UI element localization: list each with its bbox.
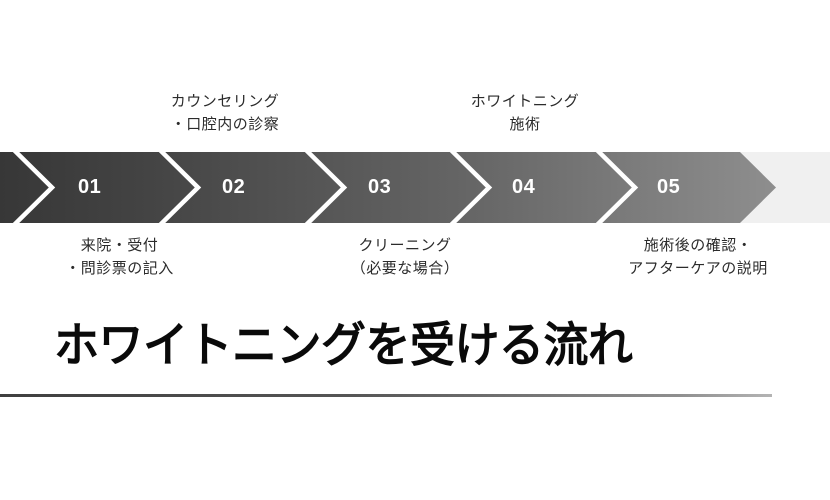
- step-caption-02: カウンセリング ・口腔内の診察: [125, 90, 325, 136]
- process-arrow-band: 01 02 03 04 05: [0, 152, 830, 223]
- chevron-group: [12, 152, 639, 223]
- step-caption-05: 施術後の確認・ アフターケアの説明: [578, 234, 818, 280]
- arrow-body: [0, 152, 776, 223]
- step-number-02: 02: [222, 176, 246, 198]
- chevron-icon: [595, 152, 639, 223]
- step-number-01: 01: [78, 176, 102, 198]
- caption-line: 施術後の確認・: [643, 237, 753, 254]
- step-caption-01: 来院・受付 ・問診票の記入: [12, 234, 227, 280]
- step-number-04: 04: [512, 176, 536, 198]
- step-caption-04: ホワイトニング 施術: [425, 90, 625, 136]
- caption-line: （必要な場合）: [350, 260, 460, 277]
- step-number-03: 03: [368, 176, 392, 198]
- page-title: ホワイトニングを受ける流れ: [54, 318, 633, 373]
- arrow-shape-graphic: [0, 152, 776, 223]
- caption-line: アフターケアの説明: [628, 260, 768, 277]
- caption-line: カウンセリング: [170, 93, 280, 110]
- title-divider: [0, 394, 772, 397]
- caption-line: ホワイトニング: [470, 93, 580, 110]
- chevron-icon: [12, 152, 56, 223]
- step-caption-03: クリーニング （必要な場合）: [305, 234, 505, 280]
- caption-line: ・問診票の記入: [65, 260, 174, 277]
- chevron-icon: [304, 152, 348, 223]
- caption-line: 施術: [509, 116, 541, 133]
- chevron-icon: [158, 152, 202, 223]
- caption-line: ・口腔内の診察: [170, 116, 280, 133]
- chevron-icon: [449, 152, 493, 223]
- step-number-05: 05: [657, 176, 681, 198]
- caption-line: 来院・受付: [80, 237, 159, 254]
- caption-line: クリーニング: [358, 237, 452, 254]
